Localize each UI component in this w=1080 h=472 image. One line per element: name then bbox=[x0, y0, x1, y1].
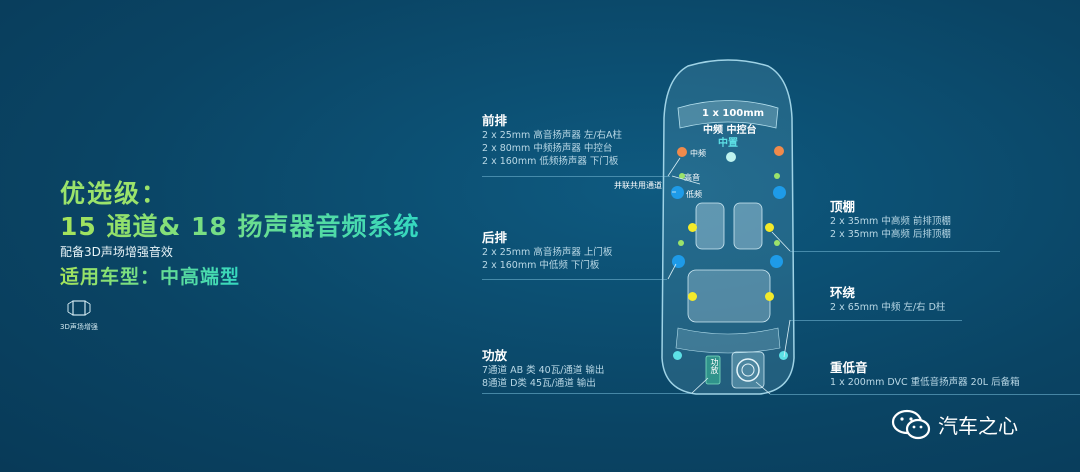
sub-title: 重低音 bbox=[830, 360, 868, 375]
tweeter-label: 高音 bbox=[684, 173, 700, 182]
roof-title: 顶棚 bbox=[830, 199, 856, 214]
roof-divider bbox=[790, 251, 1000, 252]
front-left-tweeter bbox=[679, 173, 685, 179]
surround-title: 环绕 bbox=[830, 285, 856, 300]
mid-label: 中频 bbox=[690, 149, 706, 158]
brand-name: 汽车之心 bbox=[938, 414, 1018, 438]
parallel-channel-label: 并联共用通道 bbox=[614, 181, 662, 190]
roof-front-left bbox=[688, 223, 697, 232]
rear-line-1: 2 x 25mm 高音扬声器 上门板 bbox=[482, 247, 613, 258]
center-speaker-desc: 中频 中控台 bbox=[703, 125, 757, 136]
surround-section: 环绕 2 x 65mm 中频 左/右 D柱 bbox=[830, 282, 945, 314]
sub-line-1: 1 x 200mm DVC 重低音扬声器 20L 后备箱 bbox=[830, 377, 1020, 388]
headline-vehicle-type: 适用车型：中高端型 bbox=[60, 262, 240, 289]
amp-section: 功放 7通道 AB 类 40瓦/通道 输出 8通道 D类 45瓦/通道 输出 bbox=[482, 345, 604, 390]
3d-sound-icon bbox=[67, 300, 91, 316]
sub-section: 重低音 1 x 200mm DVC 重低音扬声器 20L 后备箱 bbox=[830, 357, 1020, 389]
front-line-1: 2 x 25mm 高音扬声器 左/右A柱 bbox=[482, 130, 623, 141]
front-right-mid-speaker bbox=[774, 146, 784, 156]
sub-divider bbox=[770, 394, 1080, 395]
surround-line-1: 2 x 65mm 中频 左/右 D柱 bbox=[830, 302, 946, 313]
rear-right-tweeter bbox=[774, 240, 780, 246]
front-right-tweeter bbox=[774, 173, 780, 179]
rear-left-tweeter bbox=[678, 240, 684, 246]
3d-sound-label: 3D声场增强 bbox=[60, 323, 98, 331]
roof-rear-right bbox=[765, 292, 774, 301]
roof-section: 顶棚 2 x 35mm 中高频 前排顶棚 2 x 35mm 中高频 后排顶棚 bbox=[830, 196, 951, 241]
amp-divider bbox=[482, 393, 692, 394]
surround-divider bbox=[790, 320, 962, 321]
rear-right-woofer bbox=[770, 255, 783, 268]
amp-box-label: 功放 bbox=[710, 358, 719, 374]
rear-left-woofer bbox=[672, 255, 685, 268]
surround-right bbox=[779, 351, 788, 360]
wechat-icon bbox=[891, 409, 931, 440]
headline-priority: 优选级： bbox=[60, 179, 169, 208]
rear-line-2: 2 x 160mm 中低频 下门板 bbox=[482, 260, 600, 271]
front-line-2: 2 x 80mm 中频扬声器 中控台 bbox=[482, 143, 613, 154]
roof-line-2: 2 x 35mm 中高频 后排顶棚 bbox=[830, 229, 951, 240]
rear-title: 后排 bbox=[482, 230, 508, 245]
woofer-label: 低频 bbox=[686, 190, 702, 199]
front-left-woofer bbox=[671, 186, 684, 199]
front-right-woofer bbox=[773, 186, 786, 199]
amp-title: 功放 bbox=[482, 348, 508, 363]
amp-line-1: 7通道 AB 类 40瓦/通道 输出 bbox=[482, 365, 605, 376]
roof-front-right bbox=[765, 223, 774, 232]
surround-left bbox=[673, 351, 682, 360]
front-line-3: 2 x 160mm 低频扬声器 下门板 bbox=[482, 156, 619, 167]
amp-line-2: 8通道 D类 45瓦/通道 输出 bbox=[482, 378, 596, 389]
headline-system: 15 通道& 18 扬声器音频系统 bbox=[60, 207, 420, 243]
center-speaker bbox=[726, 152, 736, 162]
front-left-mid-speaker bbox=[677, 147, 687, 157]
front-divider bbox=[482, 176, 670, 177]
front-title: 前排 bbox=[482, 113, 508, 128]
roof-line-1: 2 x 35mm 中高频 前排顶棚 bbox=[830, 216, 951, 227]
center-speaker-size: 1 x 100mm bbox=[702, 108, 765, 119]
rear-divider bbox=[482, 279, 667, 280]
front-section: 前排 2 x 25mm 高音扬声器 左/右A柱 2 x 80mm 中频扬声器 中… bbox=[482, 110, 622, 168]
center-tag: 中置 bbox=[718, 138, 738, 149]
headline-3d-effect: 配备3D声场增强音效 bbox=[60, 245, 173, 259]
rear-section: 后排 2 x 25mm 高音扬声器 上门板 2 x 160mm 中低频 下门板 bbox=[482, 227, 612, 272]
car-diagram bbox=[661, 59, 795, 395]
roof-rear-left bbox=[688, 292, 697, 301]
